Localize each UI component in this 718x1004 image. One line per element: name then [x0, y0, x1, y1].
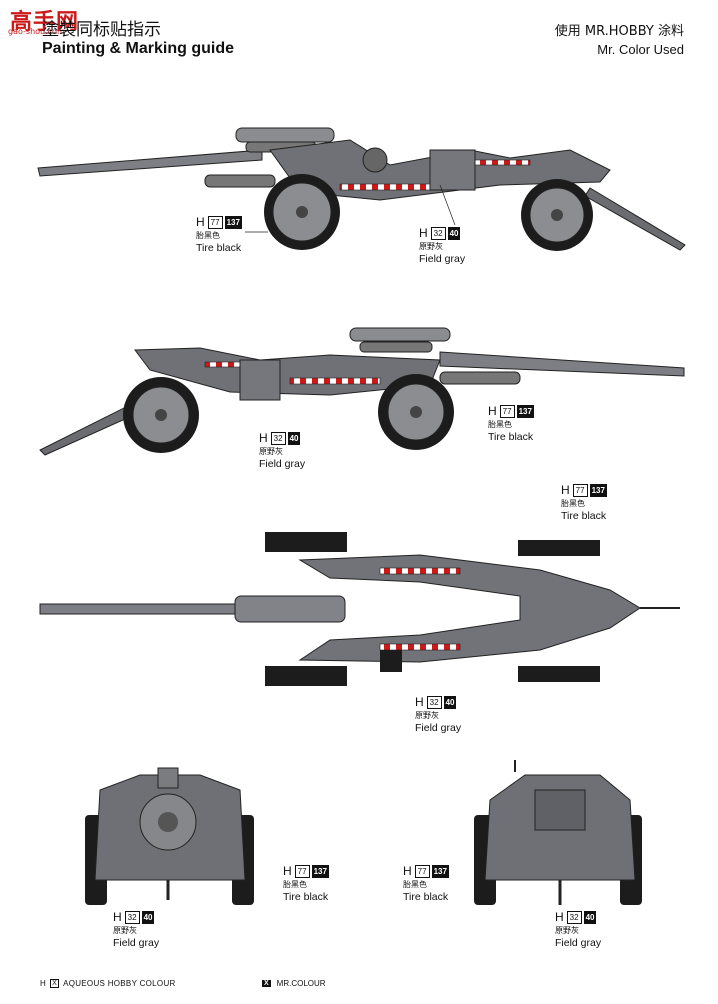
top-view: [39, 532, 680, 686]
footer-box: X: [50, 979, 60, 988]
page-title-cn: 塗裝同标贴指示: [42, 20, 161, 40]
page-title: Painting & Marking guide: [42, 40, 235, 57]
footer-mr-legend: X MR.COLOUR: [262, 979, 326, 988]
side-view-left: [37, 127, 686, 251]
site-logo: 高手网: [10, 9, 80, 34]
rear-view: [474, 760, 642, 905]
paint-brand-cn: 使用 MR.HOBBY 涂料: [554, 24, 684, 39]
footer-mr-label: MR.COLOUR: [276, 979, 326, 988]
paint-brand: Mr. Color Used: [597, 42, 684, 57]
side-view-right: [39, 327, 685, 456]
footer-dark-box: X: [262, 980, 271, 987]
footer-h: H: [40, 979, 47, 988]
footer-aqueous-legend: H X AQUEOUS HOBBY COLOUR: [40, 979, 176, 988]
site-logo-url: gao-shou.com: [8, 27, 65, 36]
footer-aqueous-label: AQUEOUS HOBBY COLOUR: [63, 979, 176, 988]
front-view: [85, 767, 254, 905]
